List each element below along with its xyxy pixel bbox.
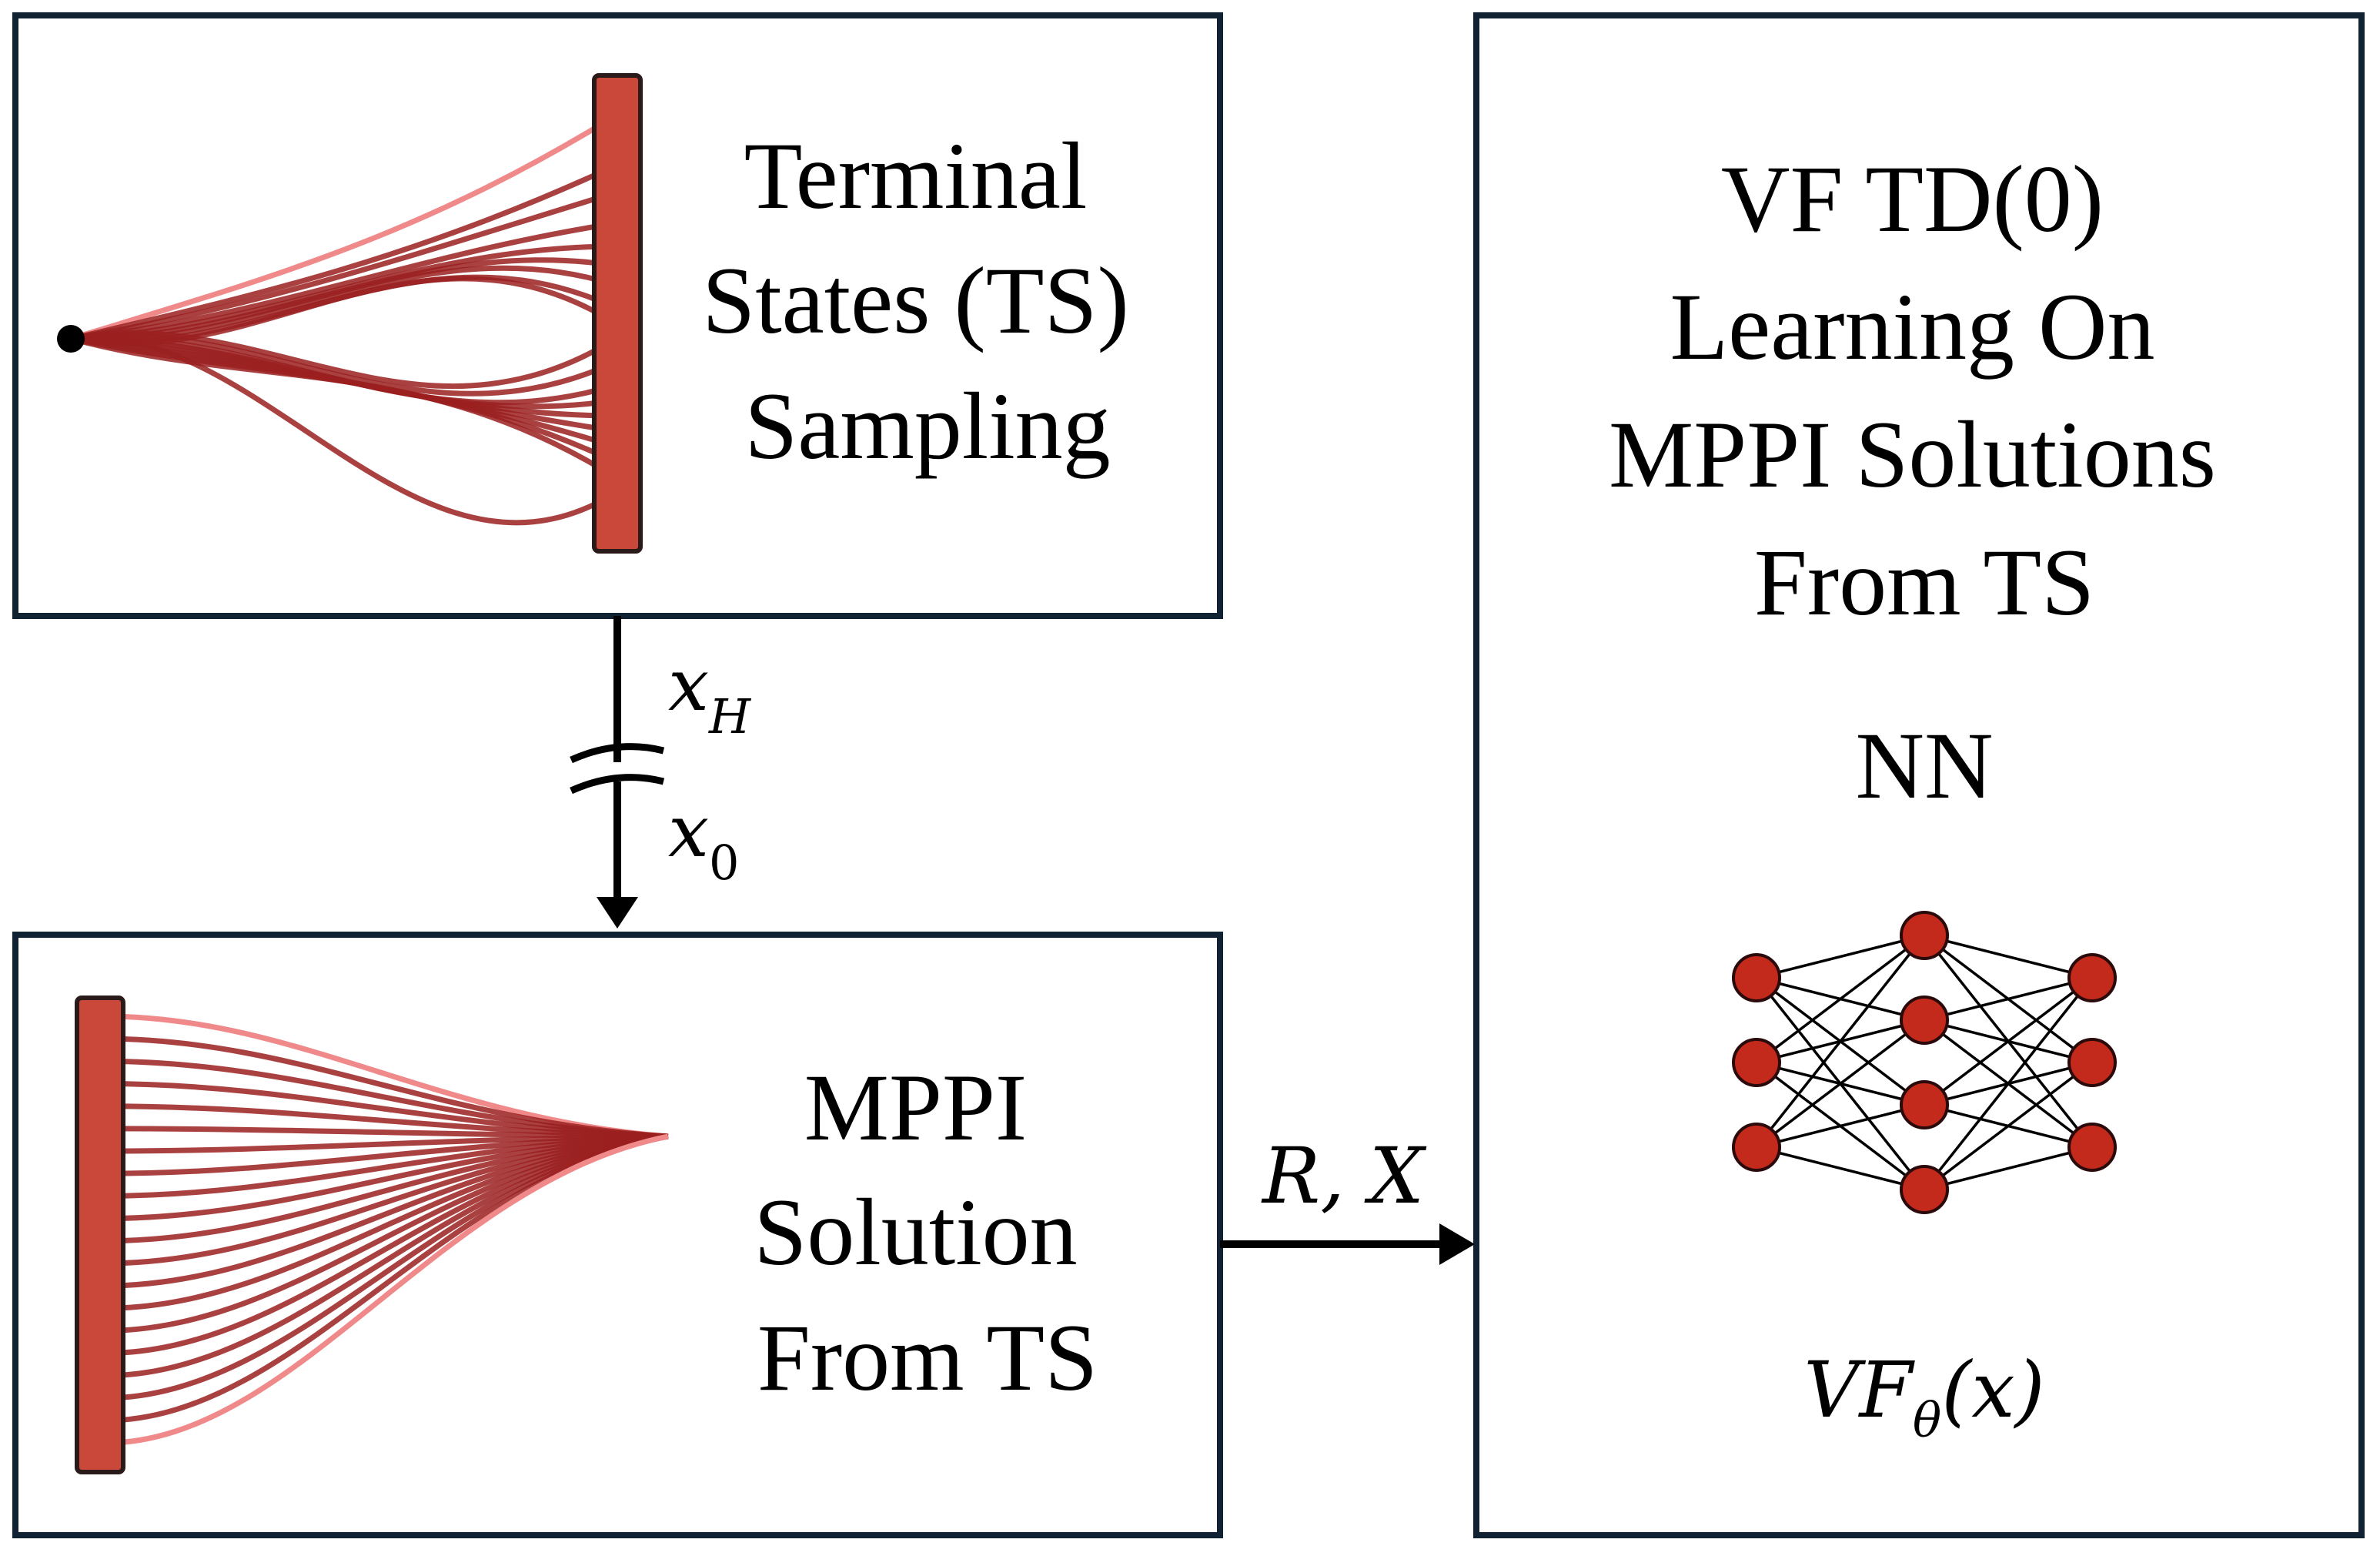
vf-label-line-2: Learning On bbox=[1670, 274, 2154, 380]
vf-label-line-4: From TS bbox=[1754, 530, 2094, 635]
terminal-trajectories bbox=[69, 113, 617, 526]
r-x-label: R, X bbox=[1261, 1131, 1427, 1221]
nn-edge bbox=[1923, 976, 2094, 1191]
vf-label-line-1: VF TD(0) bbox=[1721, 146, 2104, 252]
nn-edge bbox=[1923, 976, 2094, 1106]
nn-edge bbox=[1923, 1061, 2094, 1191]
mppi-label-line-2: Solution bbox=[754, 1180, 1077, 1285]
terminal-label-line-1: Terminal bbox=[744, 123, 1088, 229]
x-0-base: x bbox=[668, 790, 709, 874]
x-h-label: xH bbox=[668, 644, 752, 745]
break-mark-upper bbox=[570, 743, 665, 764]
x-h-sub: H bbox=[708, 688, 752, 745]
nn-edge bbox=[1756, 1146, 1925, 1191]
nn-node bbox=[1900, 1165, 1949, 1214]
trajectory-curve bbox=[70, 189, 617, 342]
nn-edge bbox=[1756, 934, 1925, 979]
vf-learning-box bbox=[1473, 12, 2365, 1538]
vf-formula-sub: θ bbox=[1913, 1392, 1941, 1448]
mppi-terminal-bar bbox=[75, 996, 125, 1474]
vf-box-label: VF TD(0) Learning On MPPI Solutions From… bbox=[1609, 146, 2240, 635]
terminal-label-line-2: States (TS) bbox=[702, 248, 1129, 353]
trajectory-curve bbox=[70, 336, 617, 480]
mppi-box-label: MPPI Solution From TS bbox=[754, 1055, 1101, 1410]
trajectory-curve bbox=[70, 335, 617, 526]
vf-formula-arg: (x) bbox=[1941, 1345, 2044, 1435]
nn-node bbox=[1900, 911, 1949, 960]
vertical-arrow-head bbox=[597, 897, 638, 929]
nn-edge bbox=[1755, 1019, 1926, 1149]
nn-node bbox=[1732, 1123, 1781, 1172]
mppi-solution-box bbox=[12, 932, 1223, 1538]
trajectory-curve bbox=[69, 113, 617, 342]
neural-network bbox=[1732, 911, 2117, 1214]
nn-node bbox=[2067, 953, 2117, 1002]
terminal-states-bar bbox=[592, 73, 643, 554]
nn-title: NN bbox=[1855, 713, 1993, 818]
nn-edge bbox=[1924, 976, 2093, 1022]
x-0-label: x0 bbox=[668, 790, 739, 891]
trajectory-curve bbox=[70, 220, 617, 342]
trajectory-curve bbox=[70, 330, 617, 389]
mppi-label-line-1: MPPI bbox=[804, 1055, 1027, 1160]
vf-formula-base: VF bbox=[1803, 1345, 1915, 1435]
nn-edge bbox=[1756, 1103, 1925, 1149]
break-mark-lower bbox=[570, 774, 665, 795]
nn-node bbox=[1732, 953, 1781, 1002]
nn-node bbox=[1900, 996, 1949, 1045]
mppi-label-line-3: From TS bbox=[757, 1305, 1098, 1410]
horizontal-arrow bbox=[1220, 1223, 1475, 1265]
nn-edge bbox=[1755, 934, 1926, 1064]
nn-node bbox=[2067, 1123, 2117, 1172]
vf-label-line-3: MPPI Solutions bbox=[1609, 402, 2216, 507]
nn-edge bbox=[1924, 1146, 2093, 1191]
start-point bbox=[57, 325, 85, 353]
horizontal-arrow-head bbox=[1439, 1223, 1475, 1265]
x-h-base: x bbox=[668, 644, 709, 728]
vf-formula: VFθ(x) bbox=[1803, 1345, 2044, 1448]
x-0-sub: 0 bbox=[709, 835, 739, 891]
vertical-arrow bbox=[570, 616, 665, 929]
terminal-box-label: Terminal States (TS) Sampling bbox=[702, 123, 1153, 479]
nn-edge bbox=[1755, 934, 1926, 1149]
nn-node bbox=[1900, 1080, 1949, 1129]
mppi-trajectories bbox=[103, 1013, 669, 1446]
nn-node bbox=[1732, 1038, 1781, 1087]
nn-node bbox=[2067, 1038, 2117, 1087]
terminal-label-line-3: Sampling bbox=[744, 373, 1110, 479]
trajectory-curve bbox=[103, 1133, 669, 1446]
nn-edge bbox=[1924, 934, 2093, 979]
trajectory-curve bbox=[70, 333, 617, 397]
trajectory-curve bbox=[70, 162, 617, 342]
